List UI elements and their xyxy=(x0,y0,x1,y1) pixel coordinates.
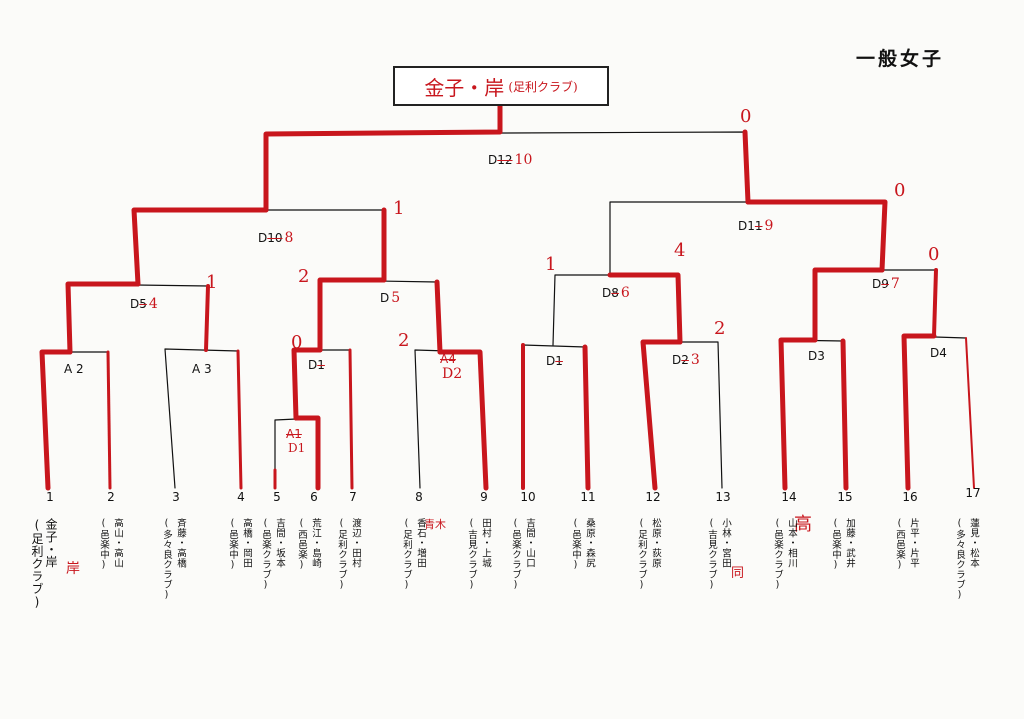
winner-path xyxy=(901,333,937,491)
seed-number: 17 xyxy=(965,486,981,500)
winner-path xyxy=(437,349,489,491)
seed-number: 5 xyxy=(273,490,281,504)
entry-4: 高橋・岡田(邑楽中) xyxy=(227,518,252,571)
seed-number: 10 xyxy=(520,490,536,504)
entry-7: 渡辺・田村(足利クラブ) xyxy=(336,518,361,591)
seed-number: 1 xyxy=(46,490,54,504)
champion-affiliation: (足利クラブ) xyxy=(508,79,578,94)
winner-path xyxy=(434,279,443,355)
winner-path xyxy=(348,348,354,490)
seed-number: 11 xyxy=(580,490,596,504)
category-title: 一般女子 xyxy=(856,48,945,70)
seed-number: 15 xyxy=(837,490,853,504)
score-right-q1-left: 1 xyxy=(545,254,557,275)
winner-path xyxy=(317,277,387,353)
score-a4-left: 2 xyxy=(398,330,410,351)
entry-10: 吉間・山口(邑楽クラブ) xyxy=(510,518,535,591)
seed-number: 8 xyxy=(415,490,423,504)
winner-path xyxy=(582,344,591,491)
winner-path xyxy=(131,207,269,287)
score-right-semi-right: 0 xyxy=(894,180,906,201)
seed-number: 2 xyxy=(107,490,115,504)
winner-path xyxy=(293,415,321,491)
seed-number: 6 xyxy=(310,490,318,504)
score-left-q2-left: 2 xyxy=(298,266,310,287)
bracket-line xyxy=(609,201,886,276)
match-d4: D4 xyxy=(930,346,947,360)
note-doo: 同 xyxy=(731,566,745,581)
entry-16: 片平・片平(西邑楽) xyxy=(894,518,919,571)
winner-path xyxy=(965,337,975,489)
entry-14: 山本・相川(邑楽クラブ) xyxy=(772,518,797,591)
winner-path xyxy=(742,129,751,205)
winner-path xyxy=(640,339,683,491)
entry-11: 桑原・森尻(邑楽中) xyxy=(570,518,595,571)
entry-15: 加藤・武井(邑楽中) xyxy=(830,518,855,571)
score-left-q1-right: 1 xyxy=(206,272,218,293)
entry-2: 高山・高山(邑楽中) xyxy=(98,518,123,571)
champion-box: 金子・岸 (足利クラブ) xyxy=(393,66,609,106)
seed-number: 14 xyxy=(781,490,797,504)
entry-6: 荒江・島崎(西邑楽) xyxy=(296,518,321,571)
score-final-right: 0 xyxy=(740,106,752,127)
seed-number: 9 xyxy=(480,490,488,504)
bracket-line xyxy=(67,283,209,353)
seed-number: 12 xyxy=(645,490,661,504)
score-lower-left: 0 xyxy=(291,332,303,353)
bracket-line xyxy=(265,131,749,211)
champion-names: 金子・岸 xyxy=(424,75,505,100)
seed-number: 4 xyxy=(237,490,245,504)
winner-path xyxy=(236,349,243,490)
note-aoki: 青木 xyxy=(424,518,446,531)
winner-path xyxy=(812,267,885,343)
winner-path xyxy=(106,350,112,490)
winner-path xyxy=(932,268,938,338)
seed-number: 7 xyxy=(349,490,357,504)
score-right-q2-right: 0 xyxy=(928,244,940,265)
entry-8: 香石・増田(足利クラブ) xyxy=(401,518,426,591)
entry-12: 松原・荻原(足利クラブ) xyxy=(636,518,661,591)
entry-17: 蓮見・松本(多々良クラブ) xyxy=(954,518,979,601)
entry-5: 吉間・坂本(邑楽クラブ) xyxy=(260,518,285,591)
entry-13: 小林・宮田(吉見クラブ) xyxy=(706,518,731,591)
match-d-lower-left: D1 xyxy=(308,358,325,372)
score-left-semi-right: 1 xyxy=(393,198,405,219)
winner-path xyxy=(39,349,73,491)
winner-path xyxy=(778,337,818,491)
seed-number: 13 xyxy=(715,490,731,504)
note-takahashi: 高 xyxy=(794,514,812,535)
winner-path xyxy=(291,347,323,421)
bracket-line xyxy=(133,209,385,285)
note-kishi: 岸 xyxy=(66,561,80,577)
entry-3: 斉藤・高橋(多々良クラブ) xyxy=(161,518,186,601)
winner-path xyxy=(204,284,210,352)
match-d3: D3 xyxy=(808,349,825,363)
winner-path xyxy=(745,199,888,273)
score-d-r2-right: 2 xyxy=(714,318,726,339)
winner-path xyxy=(840,338,849,491)
winner-path xyxy=(263,99,503,213)
entry-9: 田村・上城(吉見クラブ) xyxy=(466,518,491,591)
score-right-q1-right: 4 xyxy=(674,240,686,261)
seed-number: 16 xyxy=(902,490,918,504)
match-d-r1: D1 xyxy=(546,354,563,368)
match-a3: A 3 xyxy=(192,362,212,376)
match-a2: A 2 xyxy=(64,362,84,376)
entry-1: 金子・岸(足利クラブ) xyxy=(30,518,58,610)
winner-path xyxy=(607,272,683,345)
seed-number: 3 xyxy=(172,490,180,504)
winner-path xyxy=(65,281,141,355)
